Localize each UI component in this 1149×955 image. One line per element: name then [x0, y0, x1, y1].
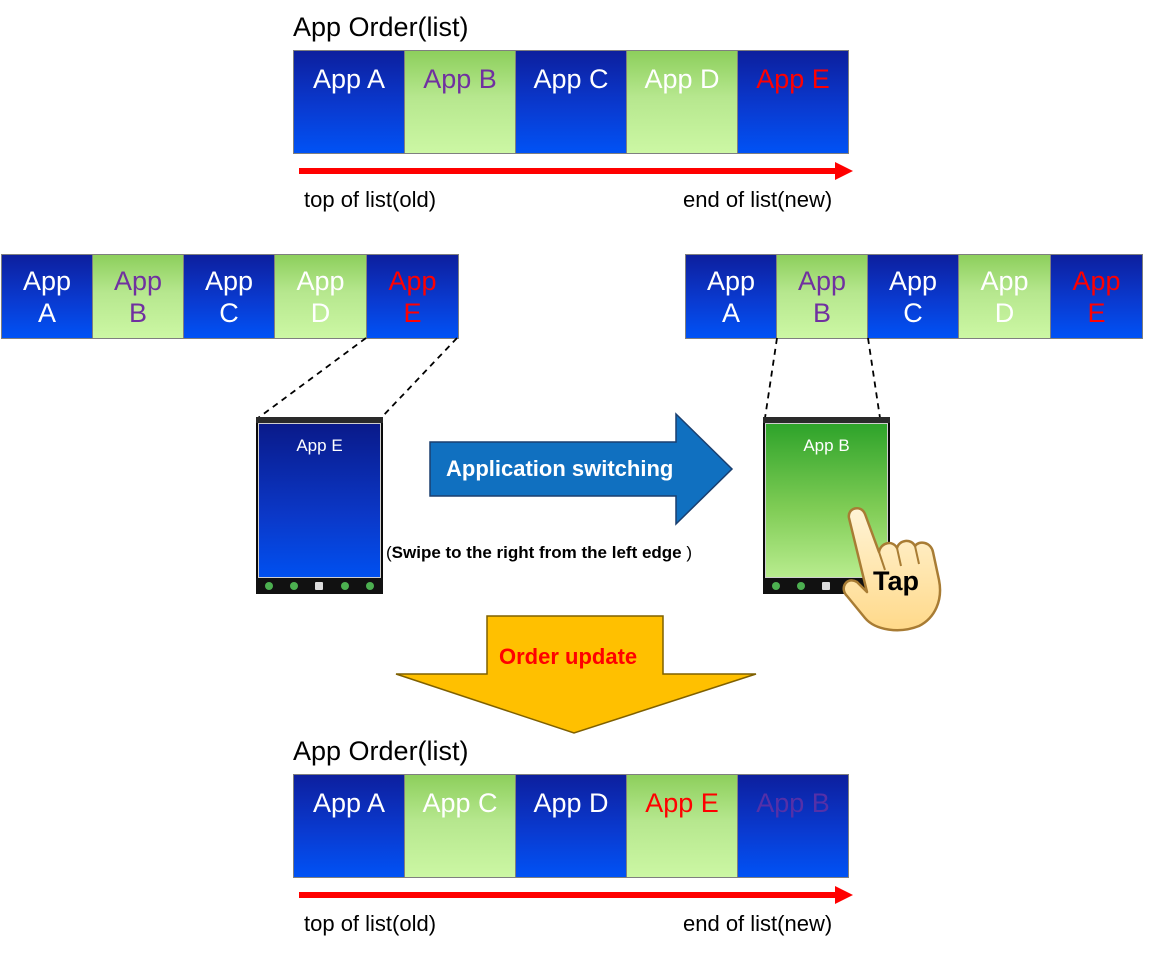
tap-hand-icon — [842, 506, 942, 632]
top-cell-2: App B — [405, 51, 516, 153]
nav-icon — [366, 582, 375, 590]
nav-icon — [797, 582, 806, 590]
application-switching-label: Application switching — [446, 456, 674, 481]
right-cell-4-line2: D — [994, 298, 1015, 328]
left-cell-5-line2: E — [403, 298, 422, 328]
left-cell-4-line1: App — [296, 266, 345, 296]
right-cell-4-line1: App — [980, 266, 1029, 296]
order-update-label: Order update — [499, 644, 638, 669]
phone-left-label: App E — [296, 436, 343, 455]
phone-left-status-bar — [256, 417, 383, 423]
top-cell-5: App E — [738, 51, 848, 153]
application-switching-arrow — [429, 412, 734, 526]
bottom-cell-1: App A — [294, 775, 405, 877]
left-cell-4-line2: D — [310, 298, 331, 328]
right-cell-1-line2: A — [721, 298, 740, 328]
left-cell-1-line2: A — [37, 298, 56, 328]
nav-icon — [340, 582, 349, 590]
phone-right-label: App B — [803, 436, 850, 455]
swipe-note-text: Swipe to the right from the left edge — [391, 543, 682, 562]
phone-left-nav-bar — [256, 578, 383, 594]
top-cell-4: App D — [627, 51, 738, 153]
left-cell-2-line2: B — [128, 298, 147, 328]
top-list-title: App Order(list) — [293, 12, 469, 42]
swipe-note: (Swipe to the right from the left edge ) — [386, 543, 692, 563]
nav-icon — [822, 582, 831, 590]
right-cell-2-line2: B — [812, 298, 831, 328]
bottom-cell-2: App C — [405, 775, 516, 877]
right-cell-3-line1: App — [888, 266, 938, 296]
top-left-caption: top of list(old) — [304, 187, 437, 212]
left-cell-2-line1: App — [113, 266, 163, 296]
right-cell-5-line1: App — [1072, 266, 1121, 296]
bottom-cell-3: App D — [516, 775, 627, 877]
top-timeline-arrow — [299, 162, 853, 180]
nav-icon — [290, 582, 299, 590]
phone-right-status-bar — [763, 417, 890, 423]
right-cell-5-line2: E — [1087, 298, 1106, 328]
top-right-caption: end of list(new) — [683, 187, 833, 212]
bottom-app-order-strip: App A App C App D App E App B — [293, 774, 849, 878]
bottom-timeline-arrow — [299, 886, 853, 904]
bottom-right-caption: end of list(new) — [683, 911, 833, 936]
bottom-list-title: App Order(list) — [293, 736, 469, 766]
top-cell-1: App A — [294, 51, 405, 153]
right-cell-2-line1: App — [797, 266, 847, 296]
left-cell-3-line1: App — [204, 266, 254, 296]
swipe-note-close: ) — [686, 543, 693, 562]
left-cell-5-line1: App — [388, 266, 437, 296]
nav-icon — [315, 582, 324, 590]
phone-left: App E — [256, 417, 383, 594]
tap-label: Tap — [873, 566, 919, 596]
nav-icon — [264, 582, 273, 590]
left-cell-1-line1: App — [22, 266, 72, 296]
swipe-note-open: ( — [386, 543, 392, 562]
left-cell-3-line2: C — [219, 298, 239, 328]
top-app-order-strip: App A App B App C App D App E — [293, 50, 849, 154]
bottom-cell-5: App B — [738, 775, 848, 877]
bottom-cell-4: App E — [627, 775, 738, 877]
nav-icon — [771, 582, 780, 590]
top-cell-3: App C — [516, 51, 627, 153]
bottom-left-caption: top of list(old) — [304, 911, 437, 936]
order-update-arrow — [395, 615, 757, 734]
phone-left-screen: App E — [258, 423, 381, 578]
right-cell-3-line2: C — [903, 298, 923, 328]
right-cell-1-line1: App — [706, 266, 756, 296]
